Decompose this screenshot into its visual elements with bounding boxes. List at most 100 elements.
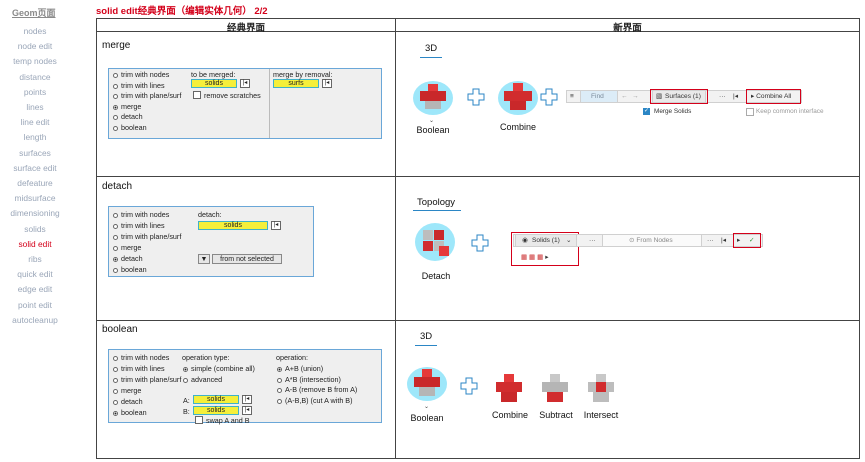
a-solids-selector[interactable]: solids bbox=[193, 395, 239, 404]
nav-item-ribs[interactable]: ribs bbox=[28, 254, 42, 264]
option-merge[interactable]: merge bbox=[113, 102, 141, 111]
option-trim-with-nodes[interactable]: trim with nodes bbox=[113, 210, 169, 219]
reverse-icon[interactable]: |◂ bbox=[733, 93, 739, 100]
section-underline bbox=[415, 345, 437, 346]
option-detach[interactable]: detach bbox=[113, 397, 143, 406]
detach-icon[interactable] bbox=[413, 220, 457, 264]
operation-option-0[interactable]: A+B (union) bbox=[277, 364, 323, 373]
combine-icon[interactable] bbox=[496, 78, 540, 118]
option-trim-with-lines[interactable]: trim with lines bbox=[113, 221, 165, 230]
reverse-pick-icon[interactable]: |◂ bbox=[242, 406, 252, 415]
detach-dropdown-button[interactable]: ▼ bbox=[198, 254, 210, 264]
section-underline bbox=[420, 57, 442, 58]
merge-solids-checkbox[interactable]: ✓ bbox=[643, 108, 650, 115]
operation-option-3[interactable]: (A-B,B) (cut A with B) bbox=[277, 396, 353, 405]
option-trim-with-nodes[interactable]: trim with nodes bbox=[113, 353, 169, 362]
option-label: trim with lines bbox=[121, 221, 165, 230]
reverse-pick-icon[interactable]: |◂ bbox=[240, 79, 250, 88]
op-type-simple-radio[interactable]: simple (combine all) bbox=[183, 364, 255, 373]
surfaces-selector[interactable] bbox=[652, 90, 706, 103]
nav-item-line-edit[interactable]: line edit bbox=[20, 117, 50, 128]
merge-solids-label: Merge Solids bbox=[654, 108, 692, 115]
nav-item-defeature[interactable]: defeature bbox=[17, 178, 53, 188]
menu-icon[interactable]: ≡ bbox=[570, 93, 574, 100]
option-boolean[interactable]: boolean bbox=[113, 265, 147, 274]
nav-item-nodes[interactable]: nodes bbox=[23, 26, 47, 36]
nav-item-dimensioning[interactable]: dimensioning bbox=[10, 208, 60, 219]
option-trim-with-lines[interactable]: trim with lines bbox=[113, 364, 165, 373]
nav-item-temp-nodes[interactable]: temp nodes bbox=[13, 56, 57, 67]
boolean-icon[interactable] bbox=[405, 364, 449, 404]
left-nav: Geom页面 nodes node edit temp nodes distance p… bbox=[0, 0, 70, 462]
nav-item-surface-edit[interactable]: surface edit bbox=[13, 162, 57, 173]
more-icon[interactable]: ··· bbox=[707, 237, 714, 244]
reverse-pick-icon[interactable]: |◂ bbox=[271, 221, 281, 230]
merge-surfs-selector[interactable]: surfs bbox=[273, 79, 319, 88]
nav-item-edge-edit[interactable]: edge edit bbox=[17, 284, 53, 295]
radio-icon bbox=[113, 268, 118, 273]
intersect-icon[interactable] bbox=[586, 372, 616, 406]
swap-a-b-checkbox[interactable]: swap A and B bbox=[195, 416, 250, 425]
combine-icon[interactable] bbox=[494, 372, 524, 406]
option-trim-with-plane-surf[interactable]: trim with plane/surf bbox=[113, 232, 181, 241]
merge-solids-selector[interactable]: solids bbox=[191, 79, 237, 88]
option-merge[interactable]: merge bbox=[113, 243, 141, 252]
nav-item-length[interactable]: length bbox=[23, 132, 47, 143]
from-not-selected-button[interactable]: from not selected bbox=[212, 254, 282, 264]
reverse-icon[interactable]: |◂ bbox=[721, 237, 727, 244]
op-type-advanced-radio[interactable]: advanced bbox=[183, 375, 222, 384]
nav-item-quick-edit[interactable]: quick edit bbox=[17, 269, 53, 280]
option-detach[interactable]: detach bbox=[113, 254, 143, 263]
check-icon[interactable]: ✓ bbox=[749, 237, 755, 244]
nav-item-point-edit[interactable]: point edit bbox=[18, 299, 52, 310]
subtract-icon[interactable] bbox=[540, 372, 570, 406]
reverse-pick-icon[interactable]: |◂ bbox=[322, 79, 332, 88]
operation-option-1[interactable]: A*B (intersection) bbox=[277, 375, 341, 384]
forward-arrow-icon[interactable]: → bbox=[632, 93, 639, 100]
back-arrow-icon[interactable]: ← bbox=[621, 93, 628, 100]
remove-scratches-checkbox[interactable]: remove scratches bbox=[193, 91, 261, 100]
operation-option-2[interactable]: A-B (remove B from A) bbox=[277, 385, 357, 394]
option-boolean[interactable]: boolean bbox=[113, 123, 147, 132]
detach-solids-selector[interactable]: solids bbox=[198, 221, 268, 230]
nav-item-lines[interactable]: lines bbox=[26, 102, 44, 112]
nav-item-surfaces[interactable]: surfaces bbox=[19, 147, 51, 158]
option-trim-with-plane-surf[interactable]: trim with plane/surf bbox=[113, 91, 181, 100]
from-nodes-field[interactable] bbox=[602, 234, 702, 247]
nav-title[interactable]: Geom页面 bbox=[12, 8, 56, 18]
chevron-down-icon[interactable]: ⌄ bbox=[566, 237, 572, 244]
checkbox-icon bbox=[195, 416, 203, 424]
option-detach[interactable]: detach bbox=[113, 112, 143, 121]
nav-item-midsurface[interactable]: midsurface bbox=[14, 193, 56, 204]
nav-item-distance[interactable]: distance bbox=[19, 71, 51, 82]
reverse-pick-icon[interactable]: |◂ bbox=[242, 395, 252, 404]
radio-icon bbox=[113, 257, 118, 262]
combine-all-button[interactable]: ▸ Combine All bbox=[751, 93, 792, 100]
chevron-down-icon[interactable]: ⌄ bbox=[424, 404, 430, 410]
find-button[interactable] bbox=[580, 90, 618, 103]
nav-item-points[interactable]: points bbox=[23, 86, 47, 97]
option-trim-with-plane-surf[interactable]: trim with plane/surf bbox=[113, 375, 181, 384]
radio-icon bbox=[113, 246, 118, 251]
nav-item-node-edit[interactable]: node edit bbox=[17, 41, 53, 52]
operation-option-label: A+B (union) bbox=[285, 364, 324, 373]
b-solids-selector[interactable]: solids bbox=[193, 406, 239, 415]
option-label: trim with nodes bbox=[121, 353, 170, 362]
detach-sub-icons[interactable]: ▦ ▦ ▦ ▸ bbox=[521, 254, 549, 261]
nav-item-solid-edit[interactable]: solid edit bbox=[18, 238, 52, 249]
option-trim-with-lines[interactable]: trim with lines bbox=[113, 81, 165, 90]
option-label: trim with plane/surf bbox=[121, 91, 182, 100]
option-merge[interactable]: merge bbox=[113, 386, 141, 395]
nav-item-solids[interactable]: solids bbox=[24, 223, 46, 234]
keep-common-checkbox[interactable] bbox=[746, 108, 754, 116]
solids-selector[interactable] bbox=[515, 234, 577, 247]
boolean-icon[interactable] bbox=[411, 78, 455, 118]
more-icon[interactable]: ··· bbox=[719, 93, 726, 100]
play-icon[interactable]: ▸ bbox=[737, 237, 741, 244]
nav-item-autocleanup[interactable]: autocleanup bbox=[12, 314, 58, 325]
option-trim-with-nodes[interactable]: trim with nodes bbox=[113, 70, 169, 79]
option-boolean[interactable]: boolean bbox=[113, 408, 147, 417]
more-icon[interactable]: ··· bbox=[589, 237, 596, 244]
chevron-down-icon[interactable]: ⌄ bbox=[429, 118, 435, 124]
